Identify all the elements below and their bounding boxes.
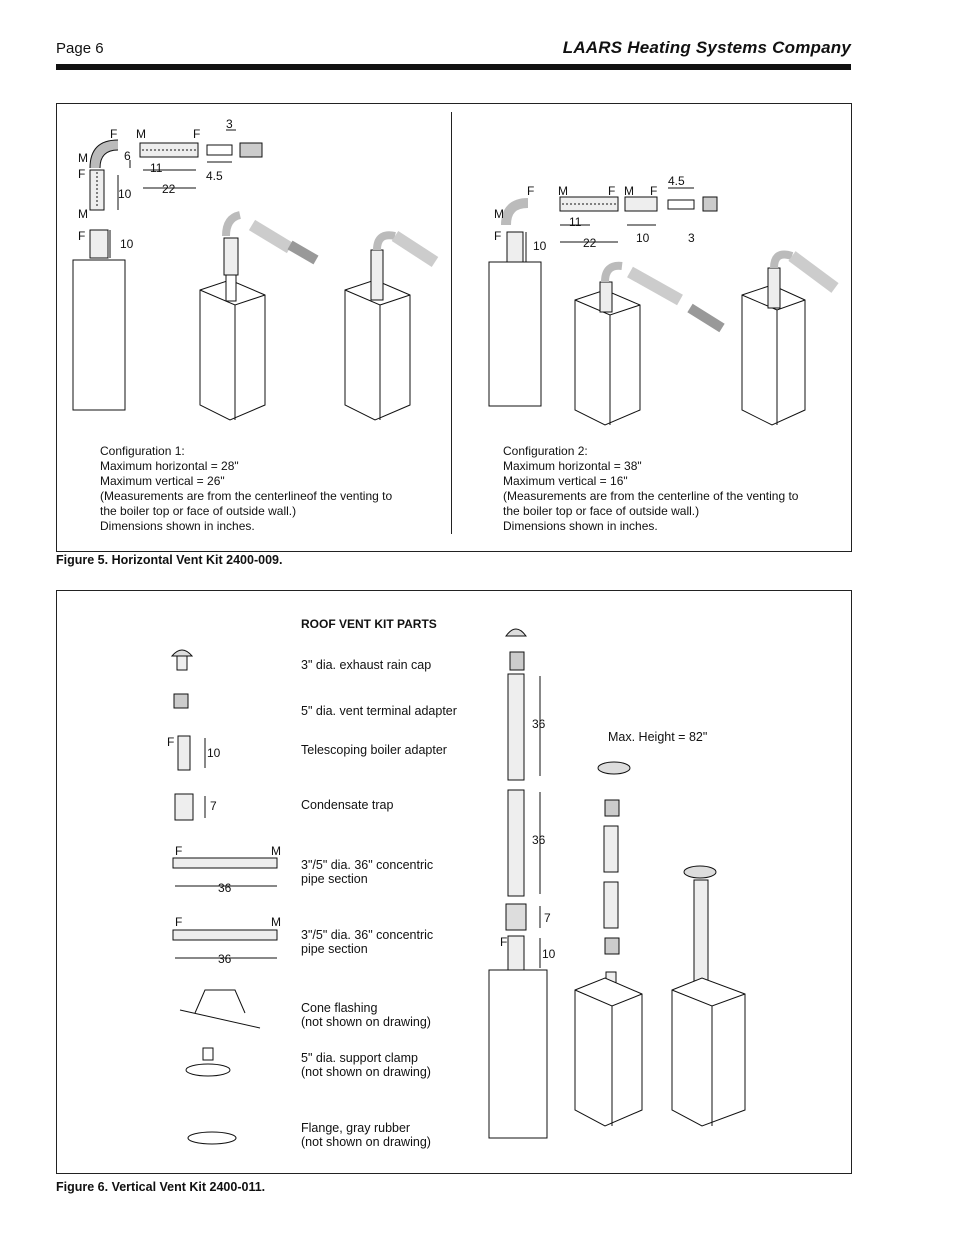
parts-title: ROOF VENT KIT PARTS [301,617,437,631]
c2-dim-11: 11 [569,215,582,229]
fig6-stack-dim-10: 10 [542,947,556,961]
config2-notes: Configuration 2: Maximum horizontal = 38… [503,444,799,533]
c1-dim-3: 3 [226,117,233,131]
part-pipe-section-2: 3"/5" dia. 36" concentric pipe section [301,928,434,956]
company-name: LAARS Heating Systems Company [562,38,851,57]
fig6-icon-dim-10: 10 [207,746,221,760]
c2-label-m3: M [494,207,504,221]
c2-dim-10a: 10 [636,231,650,245]
c1-dim-10a: 10 [118,187,132,201]
figure6-caption: Figure 6. Vertical Vent Kit 2400-011. [56,1180,266,1194]
c1-dim-10b: 10 [120,237,134,251]
fig6-pipe2-dim-36: 36 [218,952,232,966]
c2-label-f2: F [608,184,615,198]
page-number: Page 6 [56,40,104,57]
c1-dim-6: 6 [124,149,131,163]
figure5-caption: Figure 5. Horizontal Vent Kit 2400-009. [56,553,283,567]
config1-notes: Configuration 1: Maximum horizontal = 28… [100,444,393,533]
fig6-pipe1-m: M [271,844,281,858]
c2-label-m1: M [558,184,568,198]
max-height-label: Max. Height = 82" [608,730,708,744]
part-terminal-adapter: 5" dia. vent terminal adapter [301,704,457,718]
c2-dim-22: 22 [583,236,597,250]
fig6-pipe1-dim-36: 36 [218,881,232,895]
part-condensate-trap: Condensate trap [301,798,394,812]
fig6-stack-dim-36a: 36 [532,717,546,731]
c2-label-f3: F [650,184,657,198]
c1-dim-45: 4.5 [206,169,223,183]
part-pipe-section-1: 3"/5" dia. 36" concentric pipe section [301,858,434,886]
c1-dim-11: 11 [150,161,163,175]
header-rule [56,64,851,70]
c2-label-f4: F [494,229,501,243]
fig6-stack-f: F [500,935,507,949]
c2-label-m2: M [624,184,634,198]
c1-dim-22: 22 [162,182,176,196]
fig6-pipe2-f: F [175,915,182,929]
c1-label-m3: M [78,207,88,221]
fig6-pipe1-f: F [175,844,182,858]
c1-label-m1: M [136,127,146,141]
c1-label-f2: F [193,127,200,141]
c1-label-m2: M [78,151,88,165]
fig6-pipe2-m: M [271,915,281,929]
c1-label-f1: F [110,127,117,141]
figure5-divider [451,112,452,534]
part-rain-cap: 3" dia. exhaust rain cap [301,658,432,672]
c2-dim-45: 4.5 [668,174,685,188]
c1-label-f4: F [78,229,85,243]
fig6-stack-dim-36b: 36 [532,833,546,847]
c2-label-f1: F [527,184,534,198]
c1-label-f3: F [78,167,85,181]
fig6-stack-dim-7: 7 [544,911,551,925]
fig6-icon-f: F [167,735,174,749]
part-support-clamp: 5" dia. support clamp (not shown on draw… [301,1051,431,1079]
part-boiler-adapter: Telescoping boiler adapter [301,743,447,757]
fig6-icon-dim-7: 7 [210,799,217,813]
c2-dim-3: 3 [688,231,695,245]
part-cone-flashing: Cone flashing (not shown on drawing) [301,1001,431,1029]
part-flange: Flange, gray rubber (not shown on drawin… [301,1121,431,1149]
c2-dim-10b: 10 [533,239,547,253]
